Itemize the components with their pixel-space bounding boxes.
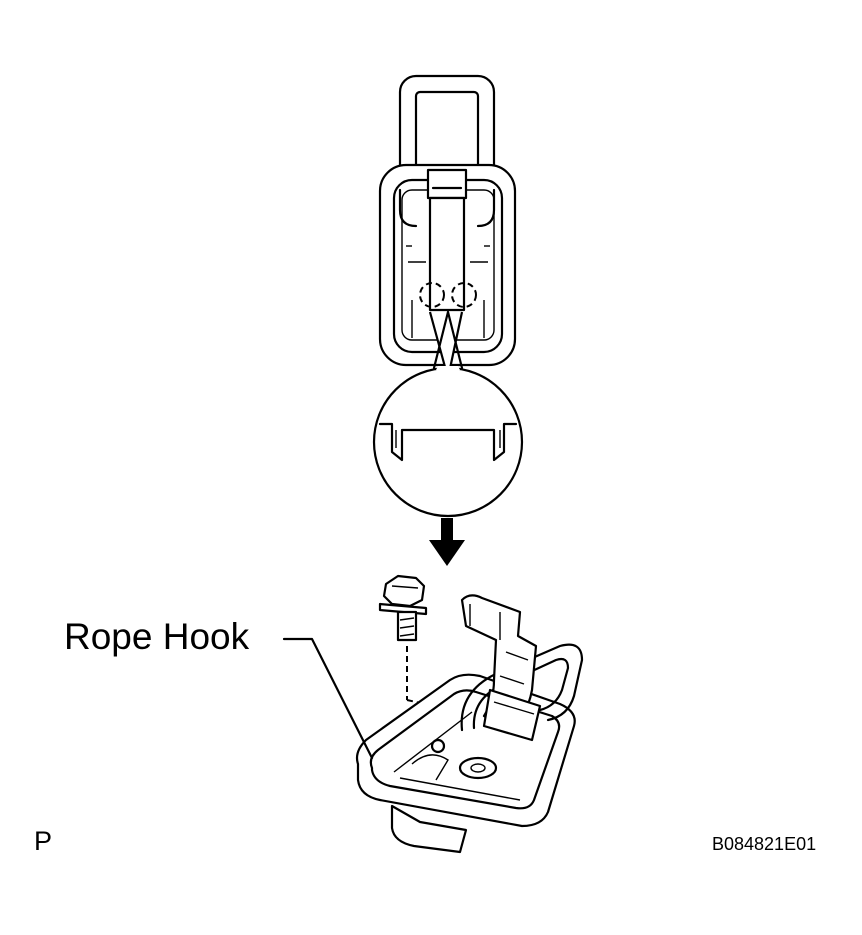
hook-wire-loop	[460, 643, 584, 732]
detail-callout	[372, 310, 524, 518]
hook-bottom-body	[390, 804, 468, 854]
claw-circle-left	[419, 282, 445, 308]
hook-base-rim	[369, 689, 561, 810]
view-code-label: P	[34, 826, 53, 856]
rope-hook-label: Rope Hook	[64, 616, 250, 657]
claw-circle-right	[451, 282, 477, 308]
down-arrow-icon	[429, 518, 465, 566]
claw-profile	[378, 422, 518, 462]
hook-base-plate	[355, 673, 576, 828]
bolt-hole	[458, 756, 498, 780]
hook-tongue-body	[428, 196, 466, 312]
rope-hook-leader-line	[282, 637, 374, 760]
hook-top-view	[378, 74, 517, 367]
figure-id-label: B084821E01	[712, 834, 817, 854]
rope-hook-assembly	[355, 594, 584, 854]
hook-tongue-head	[426, 168, 468, 200]
